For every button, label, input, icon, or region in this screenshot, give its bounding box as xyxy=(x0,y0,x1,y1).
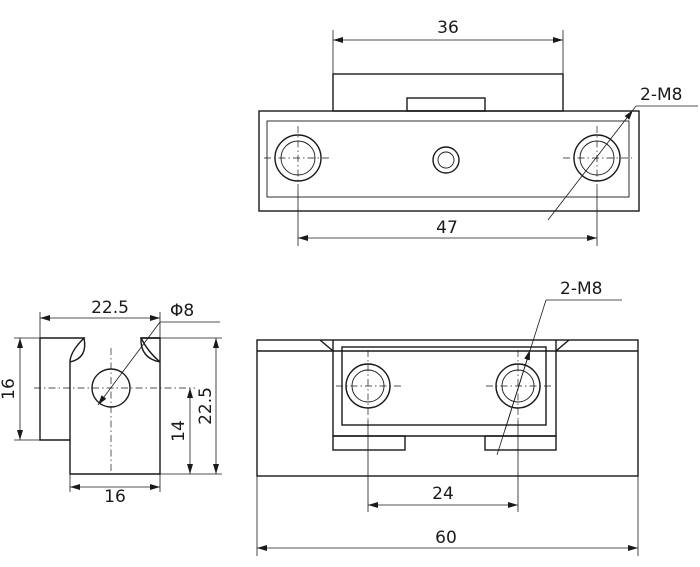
front-view: 2-M8 24 60 xyxy=(256,279,639,556)
dim-side-width: 22.5 xyxy=(91,298,129,318)
top-center-hole-outer xyxy=(432,146,460,174)
dim-side-total-height: 22.5 xyxy=(196,387,216,425)
dim-top-width: 36 xyxy=(437,18,459,38)
dim-front-hole-spacing: 24 xyxy=(432,484,454,504)
front-left-foot xyxy=(332,435,406,451)
label-side-hole: Φ8 xyxy=(170,301,194,321)
top-upper-block xyxy=(332,73,564,112)
front-outer-body xyxy=(256,339,639,477)
dim-front-total-length: 60 xyxy=(435,528,457,548)
dim-side-center-height: 14 xyxy=(169,420,189,442)
label-front-thread: 2-M8 xyxy=(560,279,602,299)
front-right-foot xyxy=(484,435,557,451)
label-top-thread: 2-M8 xyxy=(640,85,682,105)
side-body-outline xyxy=(40,337,161,475)
dim-side-base-width: 16 xyxy=(104,487,126,507)
top-inner-slot xyxy=(266,120,630,198)
top-outer-body xyxy=(258,110,640,212)
side-view: Φ8 22.5 16 14 22.5 16 xyxy=(0,298,222,507)
top-center-hole-inner xyxy=(437,151,455,169)
top-view: 36 47 2-M8 xyxy=(258,18,698,246)
top-nub xyxy=(406,97,486,112)
dim-top-hole-spacing: 47 xyxy=(436,218,458,238)
dim-side-height: 16 xyxy=(0,378,19,400)
